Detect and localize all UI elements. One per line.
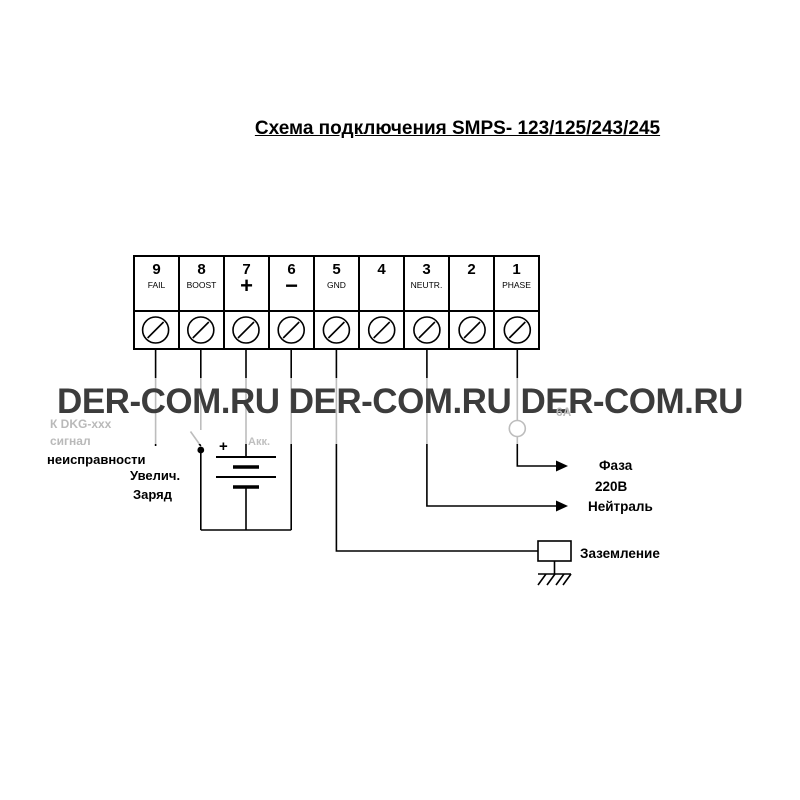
terminal-number: 7 [242,261,251,278]
terminal-number: 4 [377,261,386,278]
terminal-label: FAIL [147,280,166,290]
terminal-label: PHASE [502,280,531,290]
increase-label: Увелич. [130,468,181,483]
terminal-number: 2 [467,261,476,278]
terminal-number: 6 [287,261,296,278]
terminal-number: 5 [332,261,341,278]
terminal-label-plus: + [240,273,253,298]
terminal-number: 8 [197,261,206,278]
terminal-cell-5: 5 GND [313,257,358,348]
fault-label: неисправности [47,452,146,467]
terminal-number: 3 [422,261,431,278]
charge-label: Заряд [133,487,172,502]
terminal-label: GND [327,280,346,290]
terminal-cell-9: 9 FAIL [135,257,178,348]
neutral-label: Нейтраль [588,499,653,514]
battery-label: Акк. [248,436,271,448]
terminal-label: BOOST [186,280,217,290]
terminal-number: 1 [512,261,521,278]
terminal-cell-4: 4 [358,257,403,348]
terminal-cell-3: 3 NEUTR. [403,257,448,348]
terminal-block: 9 FAIL 8 BOOST 7 + 6 − 5 GND 4 3 NEUTR. … [133,255,540,350]
terminal-label: NEUTR. [410,280,443,290]
terminal-block-divider [135,310,538,312]
terminal-cell-1: 1 PHASE [493,257,538,348]
battery-plus-label: + [219,438,228,455]
terminal-cell-7: 7 + [223,257,268,348]
terminal-number: 9 [152,261,161,278]
terminal-cell-8: 8 BOOST [178,257,223,348]
fuse-rating-label: 6А [556,405,572,419]
diagram-title: Схема подключения SMPS- 123/125/243/245 [254,118,661,139]
signal-label: сигнал [50,434,91,448]
terminal-cell-6: 6 − [268,257,313,348]
terminal-cell-2: 2 [448,257,493,348]
terminal-label-minus: − [285,273,298,298]
ground-label: Заземление [580,546,660,561]
phase-label: Фаза [599,458,633,473]
phase-voltage-label: 220В [595,479,628,494]
watermark-text: DER-COM.RU DER-COM.RU DER-COM.RU [57,382,743,421]
dkg-label: К DKG-xxx [50,417,112,431]
